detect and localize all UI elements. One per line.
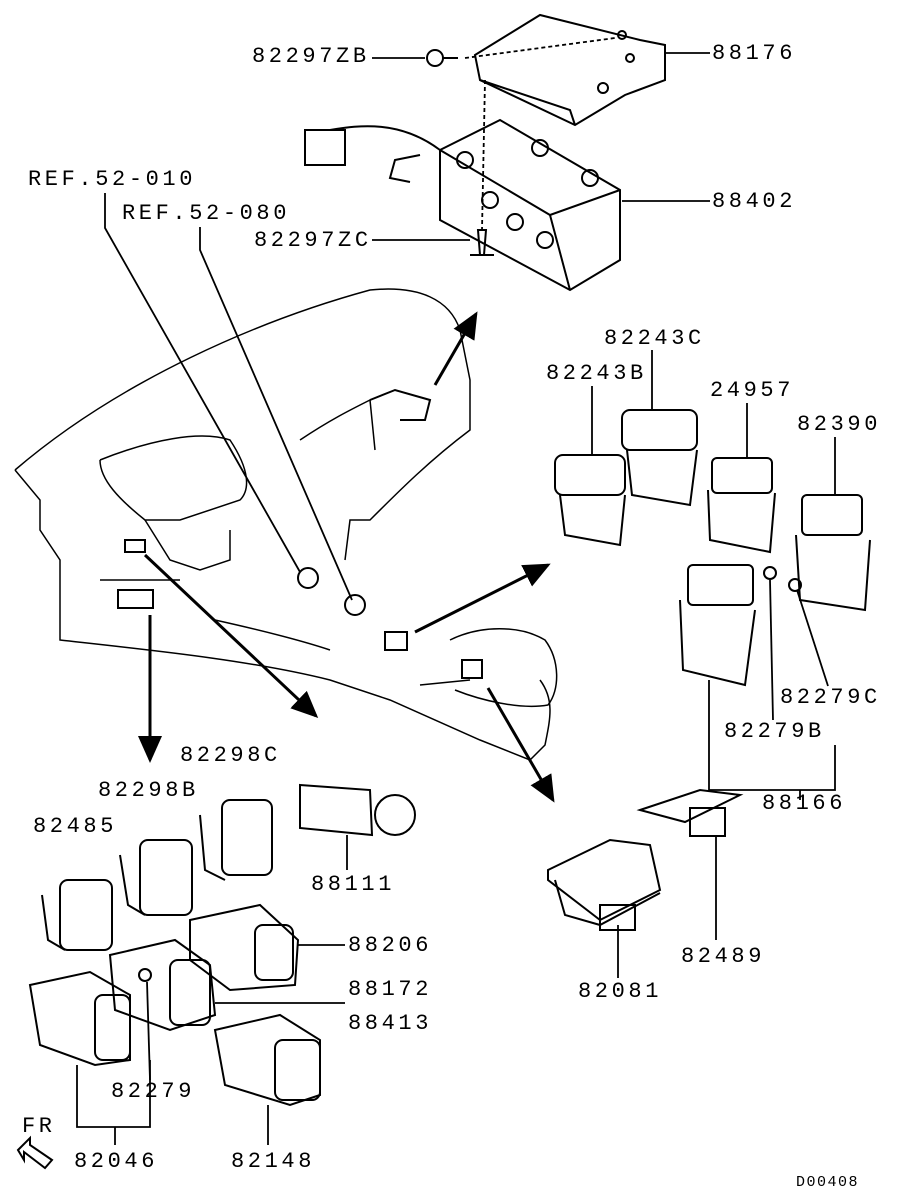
part-label-88172: 88172 (348, 977, 433, 1002)
part-label-82485: 82485 (33, 814, 118, 839)
module-88402 (304, 118, 621, 292)
part-label-82046: 82046 (74, 1149, 159, 1174)
ref-label-52-080: REF.52-080 (122, 201, 291, 226)
part-label-82279c: 82279C (780, 685, 881, 710)
part-label-24957: 24957 (710, 378, 795, 403)
part-label-88111: 88111 (311, 872, 396, 897)
part-label-82279b: 82279B (724, 719, 825, 744)
front-arrow-icon (16, 1135, 54, 1170)
part-label-88413: 88413 (348, 1011, 433, 1036)
part-label-82489: 82489 (681, 944, 766, 969)
part-label-82298c: 82298C (180, 743, 281, 768)
part-label-82243b: 82243B (546, 361, 647, 386)
part-label-82390: 82390 (797, 412, 882, 437)
screw-82297ZB (426, 49, 458, 67)
part-label-88206: 88206 (348, 933, 433, 958)
dashboard-outline (14, 288, 558, 761)
switch-parts-left (28, 783, 416, 1107)
front-direction-label: FR (22, 1114, 56, 1139)
part-label-88166: 88166 (762, 791, 847, 816)
cover-82489 (636, 788, 744, 837)
part-label-88176: 88176 (712, 41, 797, 66)
diagram-code: D00408 (796, 1174, 860, 1187)
ref-label-52-010: REF.52-010 (28, 167, 197, 192)
switch-82081 (547, 838, 662, 931)
direction-arrows (138, 311, 555, 803)
part-label-82148: 82148 (231, 1149, 316, 1174)
part-label-82279: 82279 (111, 1079, 196, 1104)
screw-82297ZC (470, 229, 494, 256)
switch-parts-right (554, 409, 871, 687)
part-label-82243c: 82243C (604, 326, 705, 351)
part-label-82081: 82081 (578, 979, 663, 1004)
dash-parts (117, 388, 483, 679)
part-label-88402: 88402 (712, 189, 797, 214)
bracket-88176 (473, 13, 666, 127)
part-label-82297zc: 82297ZC (254, 228, 372, 253)
leader-lines (76, 37, 836, 1145)
part-label-82297zb: 82297ZB (252, 44, 370, 69)
part-label-82298b: 82298B (98, 778, 199, 803)
